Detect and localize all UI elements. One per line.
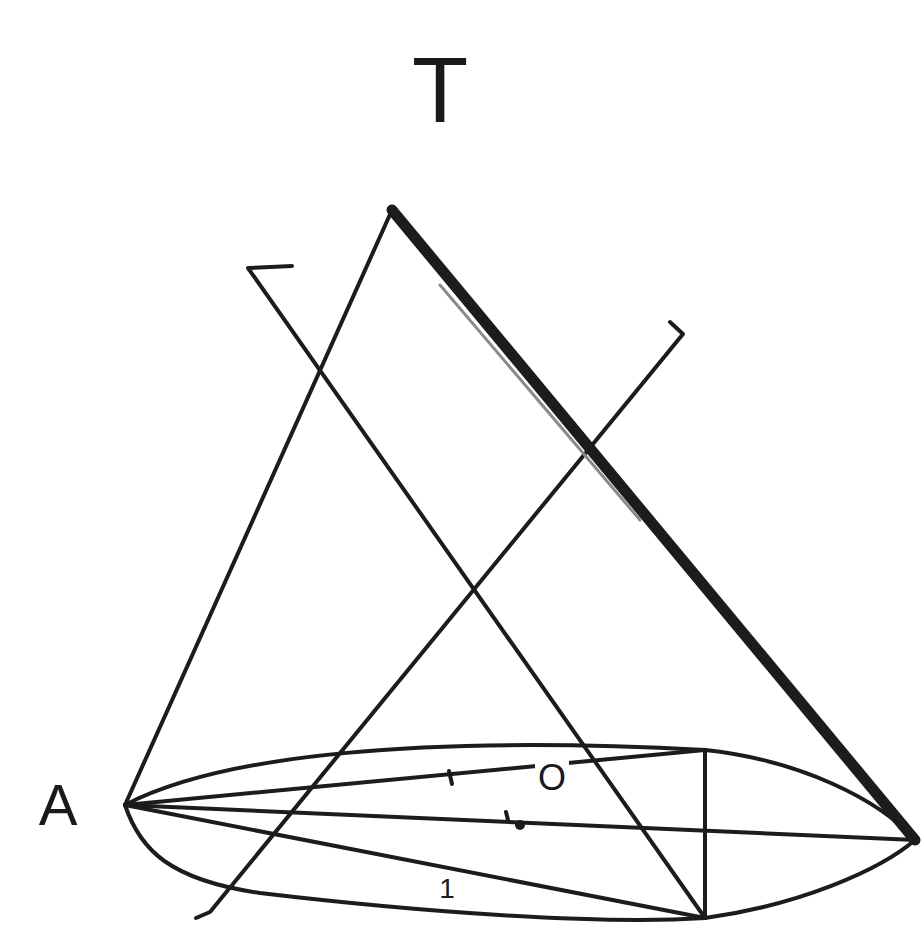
base-lower-arc [125, 805, 915, 920]
shade-highlight [440, 285, 640, 520]
plane-line [248, 266, 705, 918]
center-dot [515, 820, 525, 830]
point-label: O [535, 760, 569, 796]
slant-edge [125, 210, 392, 805]
plane-line [196, 322, 683, 918]
base-chord [703, 750, 707, 918]
length-label: 1 [436, 875, 458, 903]
point-label: A [39, 776, 78, 834]
tick-mark [506, 812, 508, 820]
slant-edge-shaded [392, 210, 915, 840]
tick-mark [449, 771, 452, 784]
base-chord [125, 805, 705, 918]
point-label: T [412, 44, 468, 136]
base-upper-arc [125, 745, 915, 840]
base-diameter [125, 805, 915, 840]
